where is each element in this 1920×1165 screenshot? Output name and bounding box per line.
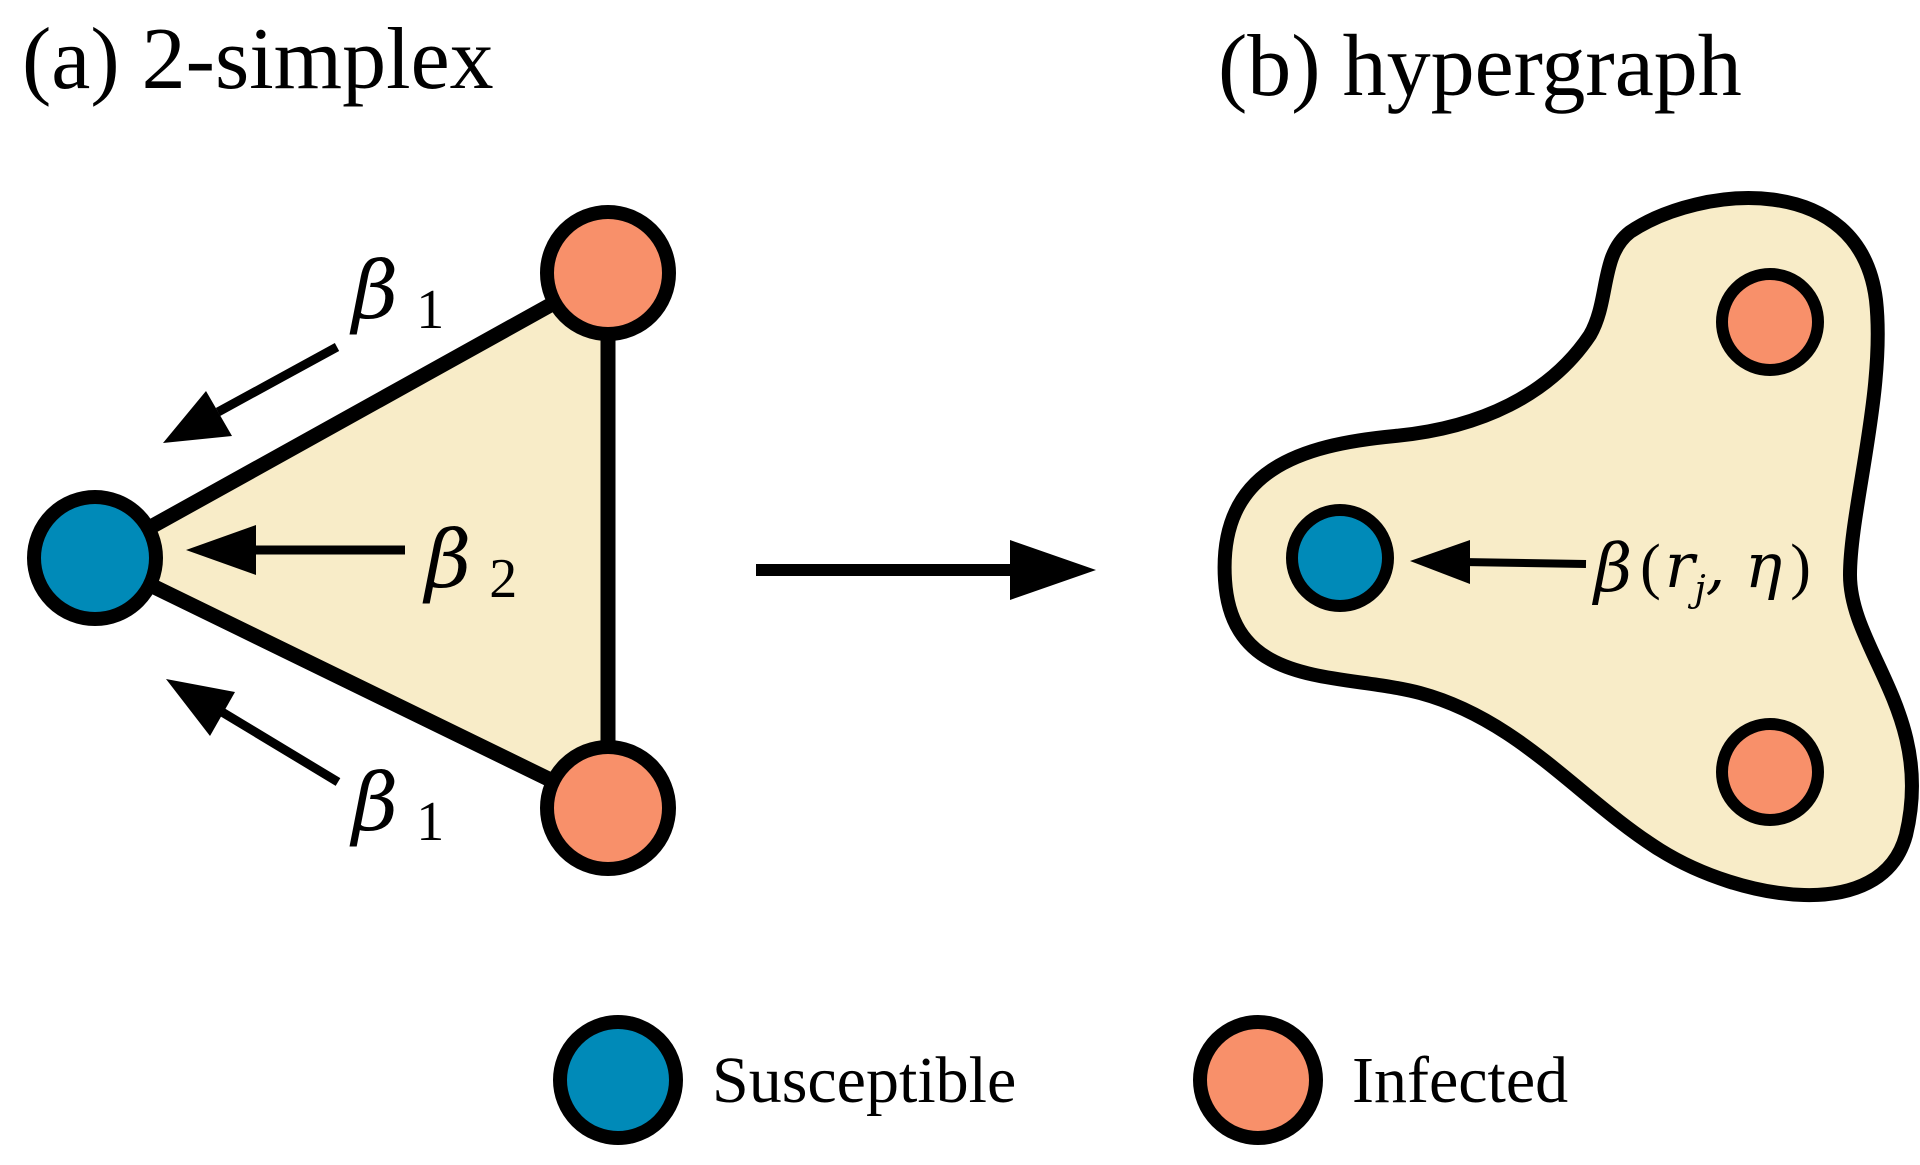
node-infected-b-bottom bbox=[1716, 718, 1824, 826]
legend-infected-swatch bbox=[1193, 1015, 1323, 1145]
node-infected-a-bottom bbox=[540, 740, 676, 876]
legend: Susceptible Infected bbox=[553, 1015, 1568, 1145]
transition-arrow bbox=[756, 540, 1096, 600]
arrow-beta2 bbox=[186, 525, 405, 575]
hyperedge-boundary bbox=[1217, 191, 1919, 903]
arrow-beta-hyper bbox=[1410, 540, 1587, 584]
node-infected-a-top bbox=[540, 205, 676, 341]
panel-b-title: (b) hypergraph bbox=[1218, 18, 1742, 115]
legend-susceptible-swatch bbox=[553, 1015, 683, 1145]
simplex-triangle-fill bbox=[95, 273, 608, 808]
beta-hyper-label: β(rj, η) bbox=[1591, 529, 1811, 610]
node-susceptible-b bbox=[1286, 504, 1394, 612]
arrow-beta1-bottom bbox=[166, 679, 341, 786]
node-infected-b-top bbox=[1716, 268, 1824, 376]
legend-susceptible-label: Susceptible bbox=[712, 1044, 1016, 1117]
legend-infected-label: Infected bbox=[1352, 1044, 1568, 1117]
node-susceptible-a bbox=[27, 490, 163, 626]
simplex-edge-bottom bbox=[87, 550, 616, 816]
panel-a-title: (a) 2-simplex bbox=[22, 11, 494, 108]
simplex-edge-top bbox=[87, 265, 616, 566]
arrow-beta1-top bbox=[163, 343, 340, 443]
